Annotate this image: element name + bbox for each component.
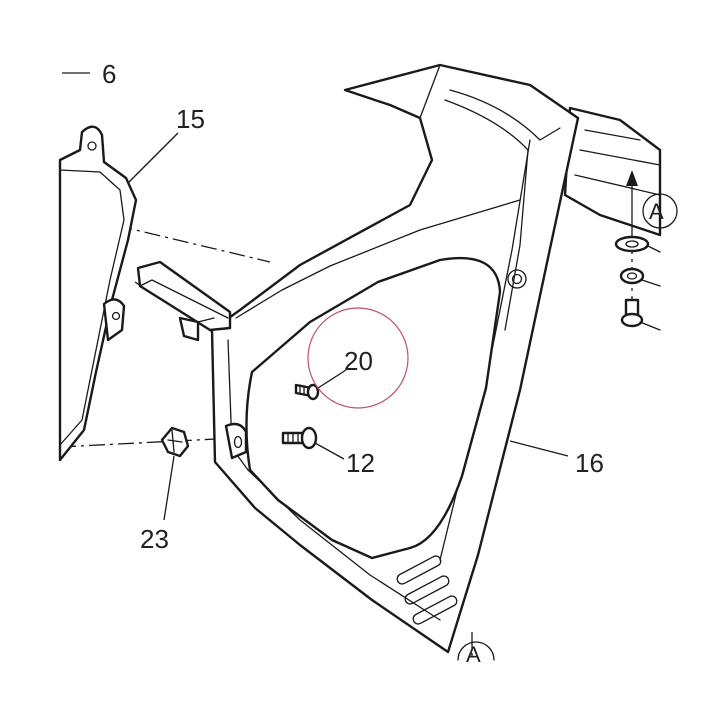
label-part-20: 20	[344, 346, 373, 376]
part-15-frame	[58, 125, 138, 462]
detail-callout-a-bottom: A	[457, 641, 495, 667]
cover-bracket	[136, 260, 232, 342]
vent-slots	[396, 555, 458, 625]
part-12-bolt	[281, 426, 318, 450]
part-23-clip-nut	[160, 426, 190, 458]
washer-bolt-stack	[614, 170, 661, 331]
label-part-15: 15	[176, 104, 205, 134]
arrow-up-icon	[626, 170, 638, 186]
leader-lines	[62, 72, 569, 521]
part-labels: 6 15 16 20 12 23	[102, 59, 604, 554]
label-part-23: 23	[140, 524, 169, 554]
label-part-16: 16	[575, 448, 604, 478]
part-16-side-cover	[210, 63, 580, 654]
upper-panel-part	[563, 106, 662, 237]
highlight-circle	[307, 307, 409, 409]
detail-a-bottom-letter: A	[466, 642, 481, 667]
detail-a-top-letter: A	[649, 199, 664, 224]
label-part-12: 12	[346, 448, 375, 478]
part-20-screw	[294, 383, 320, 401]
detail-callout-a-top: A	[642, 193, 678, 229]
label-part-6: 6	[102, 59, 116, 89]
